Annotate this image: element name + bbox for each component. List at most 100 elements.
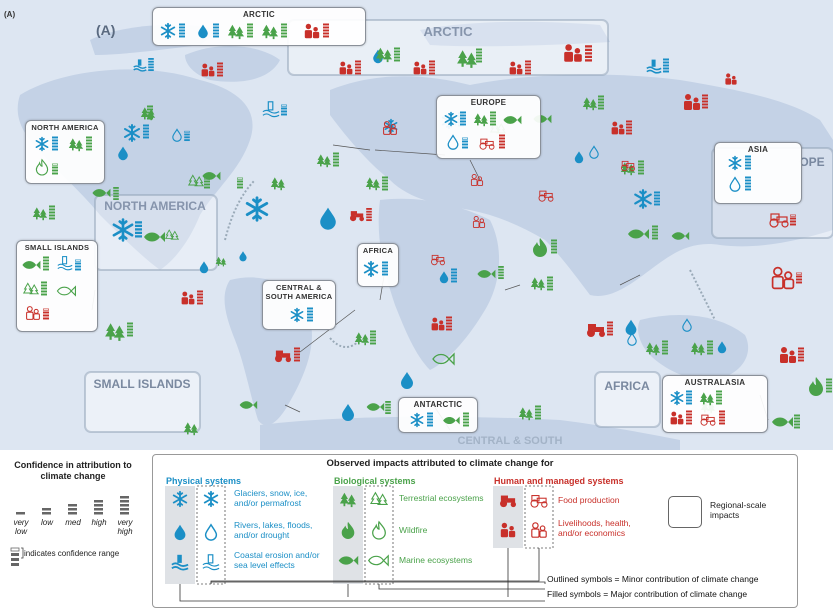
legend-box — [152, 454, 798, 608]
tree-outline-icon — [23, 282, 39, 295]
region-box-asia: ASIA — [714, 142, 802, 204]
physical-item-rivers: Rivers, lakes, floods, and/or drought — [234, 520, 313, 540]
tree-icon — [339, 492, 357, 508]
confidence-bars — [16, 496, 129, 515]
region-box-north-america: NORTH AMERICA — [25, 120, 105, 184]
tractor-outline-icon — [479, 138, 495, 150]
human-item-livelihoods: Livelihoods, health, and/or economics — [558, 518, 631, 538]
region-title: SMALL ISLANDS — [24, 243, 90, 252]
coastal-outline-icon — [202, 554, 220, 571]
ghost-label-africa: AFRICA — [604, 379, 650, 393]
glacier-icon — [670, 390, 684, 406]
tree-icon — [261, 24, 279, 40]
region-title: AFRICA — [362, 246, 394, 255]
region-icons — [444, 111, 522, 150]
region-box-africa: AFRICA — [357, 243, 399, 287]
region-box-arctic: ARCTIC — [152, 7, 366, 46]
region-icons — [290, 307, 313, 323]
fish-outline-icon — [368, 555, 389, 566]
region-title: ARCTIC — [242, 10, 276, 19]
drop-icon — [174, 524, 186, 541]
human-header: Human and managed systems — [494, 476, 624, 486]
tractor-outline-icon — [530, 494, 548, 508]
drop-outline-icon — [729, 176, 741, 192]
fire-outline-icon — [35, 159, 49, 176]
region-title: NORTH AMERICA — [31, 123, 99, 132]
glacier-icon — [363, 260, 379, 278]
glacier-icon — [410, 412, 424, 428]
region-icons — [22, 256, 81, 320]
biological-item-marine: Marine ecosystems — [399, 555, 473, 565]
region-box-europe: EUROPE — [436, 95, 541, 159]
ghost-label-europe: OPE — [799, 155, 824, 169]
region-icons — [410, 412, 469, 428]
biological-item-wildfire: Wildfire — [399, 525, 428, 535]
confidence-level-high: high — [91, 518, 107, 527]
ghost-label-north-america: NORTH AMERICA — [104, 199, 206, 213]
ghost-label-small-islands: SMALL ISLANDS — [93, 377, 190, 391]
legend-symbols — [171, 485, 554, 602]
outlined-symbols-note: Outlined symbols = Minor contribution of… — [547, 574, 759, 584]
coastal-icon — [171, 553, 189, 571]
tractor-icon — [500, 495, 516, 508]
region-box-central-south-america: CENTRAL & SOUTH AMERICA — [262, 280, 336, 330]
region-title: EUROPE — [470, 98, 507, 107]
tree-outline-icon — [370, 492, 388, 505]
people-outline-icon — [531, 522, 547, 538]
fish-icon — [22, 260, 41, 270]
biological-item-terrestrial: Terrestrial ecosystems — [399, 493, 484, 503]
glacier-outline-icon — [728, 155, 742, 171]
region-icons — [670, 390, 725, 426]
fire-icon — [341, 521, 355, 539]
region-icons — [728, 155, 751, 192]
glacier-outline-icon — [203, 490, 219, 508]
region-icons — [35, 136, 92, 176]
confidence-level-very-high: very high — [117, 518, 133, 536]
region-title: ASIA — [747, 145, 769, 154]
human-item-food: Food production — [558, 495, 620, 505]
glacier-outline-icon — [444, 111, 458, 127]
region-icons — [160, 22, 329, 40]
region-box-antarctic: ANTARCTIC — [398, 397, 478, 433]
fish-outline-icon — [56, 286, 77, 296]
people-icon — [500, 522, 516, 538]
legend-main-title: Observed impacts attributed to climate c… — [326, 458, 554, 469]
region-title: CENTRAL & SOUTH AMERICA — [265, 283, 333, 301]
world-map: ARCTIC NORTH AMERICA SMALL ISLANDS AFRIC… — [0, 0, 833, 450]
fish-icon — [338, 555, 359, 566]
tree-icon — [473, 113, 489, 127]
confidence-level-low: low — [40, 518, 53, 527]
region-icons — [363, 260, 388, 278]
land-masses — [17, 21, 833, 450]
people-icon — [304, 23, 320, 39]
filled-symbols-note: Filled symbols = Major contribution of c… — [547, 589, 748, 599]
ghost-label-central-south: CENTRAL & SOUTH — [458, 435, 563, 447]
people-icon — [670, 411, 684, 425]
fire-outline-icon — [372, 521, 386, 540]
region-title: AUSTRALASIA — [684, 378, 746, 387]
confidence-range-symbol — [10, 547, 24, 566]
map-canvas: ARCTIC NORTH AMERICA SMALL ISLANDS AFRIC… — [0, 0, 833, 450]
physical-header: Physical systems — [166, 476, 242, 486]
physical-item-coastal: Coastal erosion and/or sea level effects — [234, 550, 320, 570]
drop-outline-icon — [204, 523, 218, 541]
confidence-level-very-low: very low — [13, 518, 29, 536]
region-box-small-islands: SMALL ISLANDS — [16, 240, 98, 332]
ghost-label-arctic: ARCTIC — [423, 24, 473, 39]
regional-scale-box-symbol — [668, 496, 702, 528]
confidence-range-note: indicates confidence range — [24, 549, 120, 558]
drop-icon — [198, 24, 208, 39]
tree-icon — [699, 392, 715, 406]
panel-label: (A) — [96, 22, 116, 38]
region-title: ANTARCTIC — [413, 400, 463, 409]
tractor-outline-icon — [700, 414, 716, 426]
glacier-icon — [290, 307, 304, 323]
confidence-title: Confidence in attribution to climate cha… — [14, 460, 132, 481]
coastal-outline-icon — [57, 256, 73, 271]
small-panel-label: (A) — [4, 10, 16, 19]
glacier-icon — [172, 490, 188, 508]
biological-header: Biological systems — [334, 476, 416, 486]
people-outline-icon — [26, 306, 40, 320]
region-box-australasia: AUSTRALASIA — [662, 375, 768, 433]
confidence-level-med: med — [65, 518, 81, 527]
